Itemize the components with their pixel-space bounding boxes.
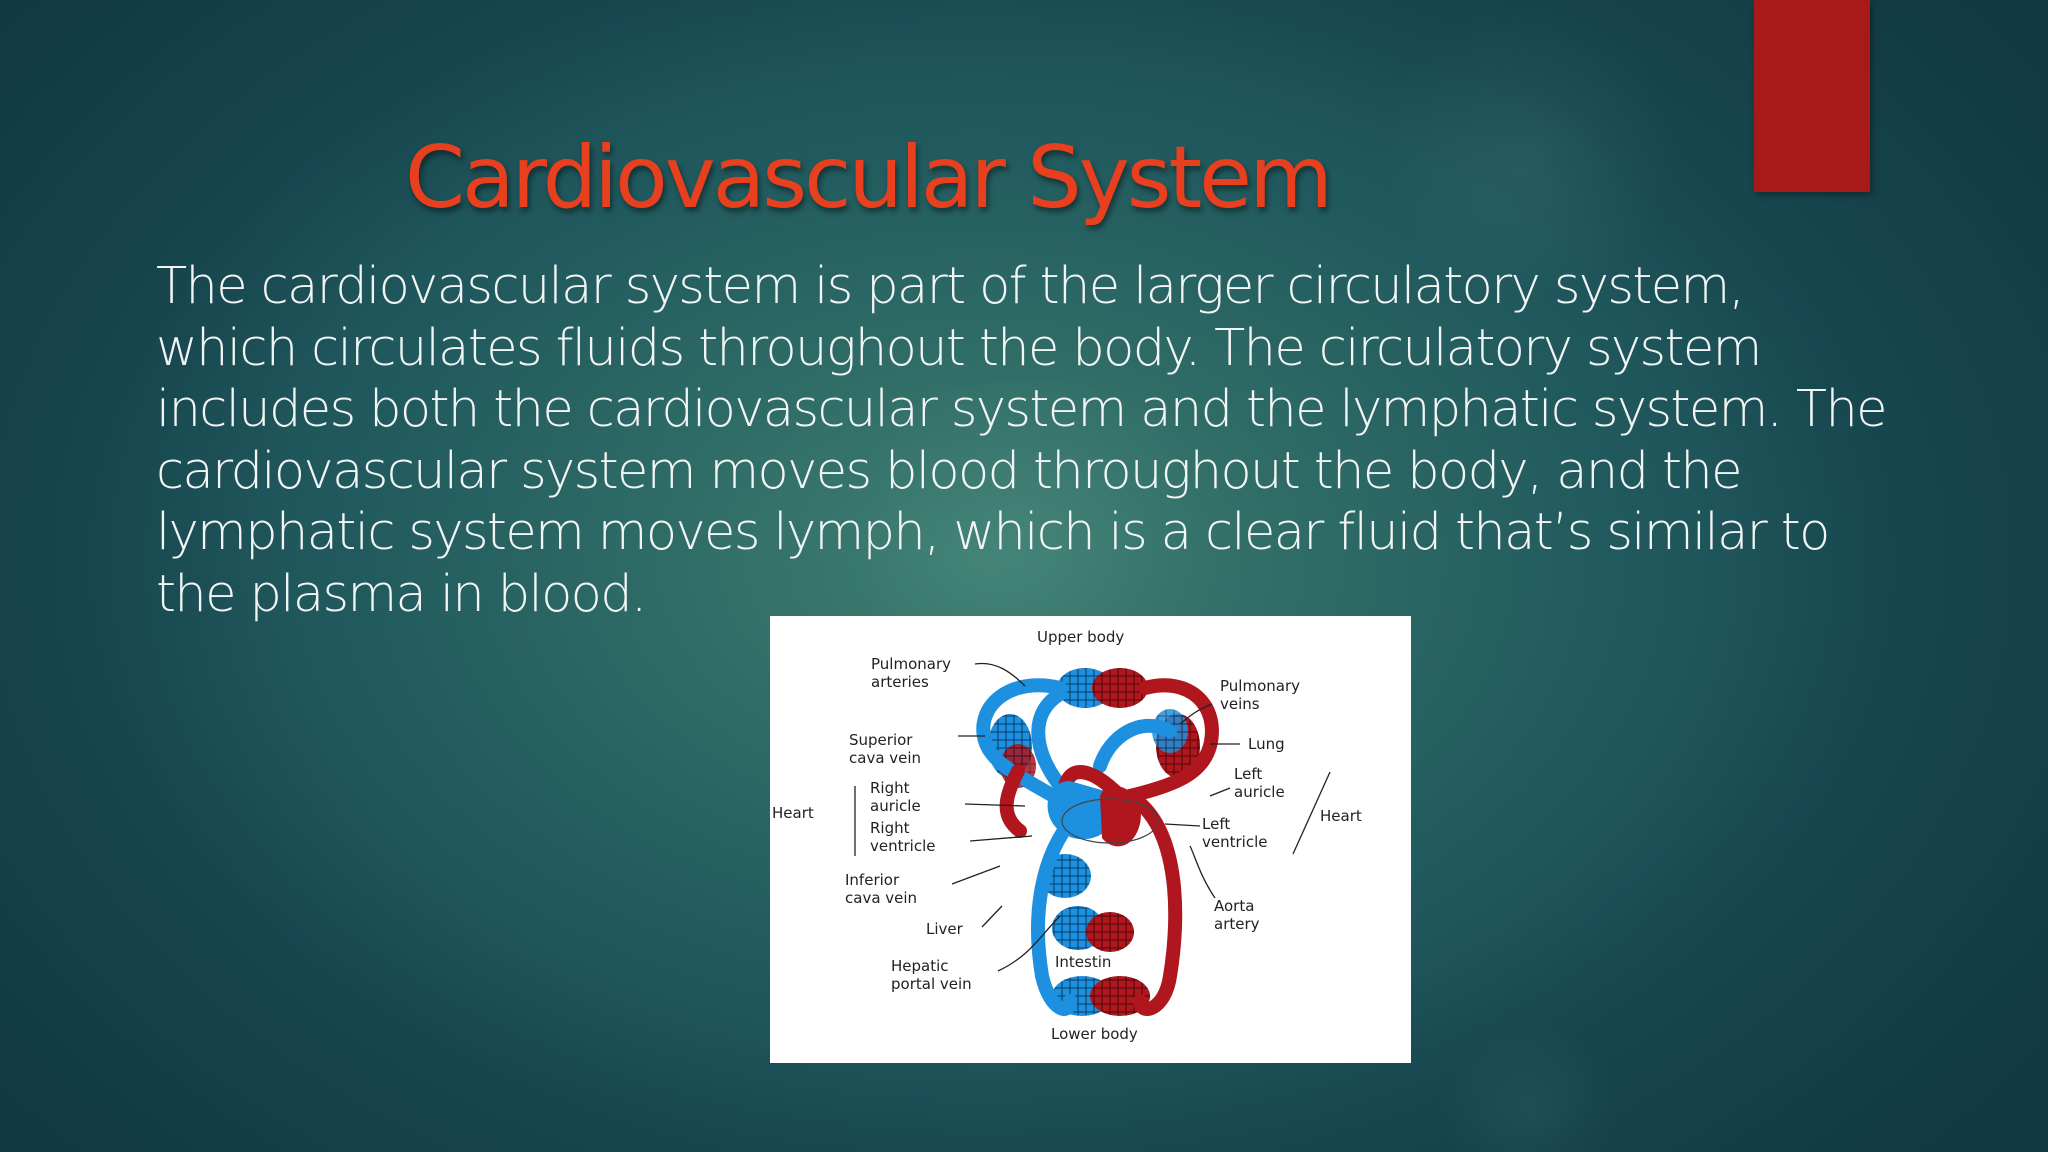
label-left-auricle: auricle	[1234, 783, 1285, 801]
label-left-ventricle: ventricle	[1202, 833, 1267, 851]
label-right-ventricle: ventricle	[870, 837, 935, 855]
label-pulmonary-veins: Pulmonary	[1220, 677, 1300, 695]
label-pulmonary-arteries: Pulmonary	[871, 655, 951, 673]
label-lung: Lung	[1248, 735, 1285, 753]
label-aorta-artery: artery	[1214, 915, 1260, 933]
label-inferior-cava-vein: cava vein	[845, 889, 917, 907]
label-right-ventricle: Right	[870, 819, 910, 837]
label-inferior-cava-vein: Inferior	[845, 871, 900, 889]
label-liver: Liver	[926, 920, 964, 938]
label-intestin: Intestin	[1055, 953, 1111, 971]
circulatory-diagram-svg: Upper body Pulmonary arteries Pulmonary …	[772, 628, 1362, 1043]
bokeh-light	[1440, 1020, 1620, 1152]
label-superior-cava-vein: cava vein	[849, 749, 921, 767]
label-upper-body: Upper body	[1037, 628, 1124, 646]
label-heart-left: Heart	[772, 804, 814, 822]
label-right-auricle: Right	[870, 779, 910, 797]
label-hepatic-portal-vein: portal vein	[891, 975, 972, 993]
slide-body-text: The cardiovascular system is part of the…	[156, 257, 1888, 624]
label-left-auricle: Left	[1234, 765, 1262, 783]
accent-bar	[1754, 0, 1870, 192]
bokeh-light	[1380, 0, 1680, 300]
label-pulmonary-arteries: arteries	[871, 673, 929, 691]
label-left-ventricle: Left	[1202, 815, 1230, 833]
label-lower-body: Lower body	[1051, 1025, 1138, 1043]
heart-organ	[1047, 781, 1159, 847]
label-right-auricle: auricle	[870, 797, 921, 815]
upper-body-capillaries	[1057, 668, 1148, 708]
circulatory-diagram: Upper body Pulmonary arteries Pulmonary …	[770, 616, 1411, 1063]
slide-title: Cardiovascular System	[405, 128, 1333, 228]
label-superior-cava-vein: Superior	[849, 731, 913, 749]
label-aorta-artery: Aorta	[1214, 897, 1254, 915]
label-heart-right: Heart	[1320, 807, 1362, 825]
intestin-organ	[1052, 906, 1134, 952]
label-pulmonary-veins: veins	[1220, 695, 1260, 713]
vein-network	[976, 678, 1177, 1016]
leader-lines	[854, 662, 1331, 972]
label-hepatic-portal-vein: Hepatic	[891, 957, 949, 975]
